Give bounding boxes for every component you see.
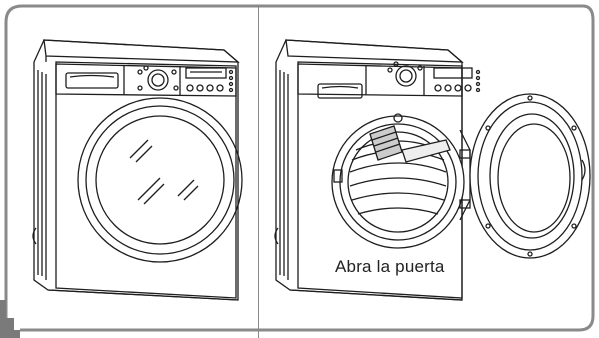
dryer-open-icon (274, 39, 591, 301)
panel-divider (258, 6, 259, 338)
caption-open-door: Abra la puerta (335, 257, 445, 276)
dryer-closed-icon (32, 39, 243, 301)
